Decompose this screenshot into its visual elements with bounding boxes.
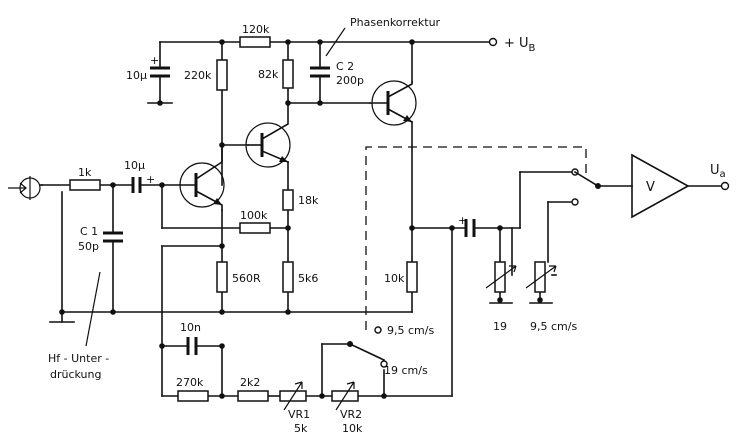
resistors <box>69 36 557 411</box>
capacitors <box>103 66 476 355</box>
wires <box>41 41 723 397</box>
out-switch-contact-bottom <box>571 198 579 206</box>
label-c1-name: C 1 <box>80 225 98 238</box>
label-10u-input: 10µ <box>124 159 145 172</box>
input-jack <box>8 176 43 200</box>
label-100k: 100k <box>240 209 268 222</box>
phasenkorrektur-leader <box>325 27 346 57</box>
out-switch-pivot <box>595 183 601 189</box>
label-pot-19: 19 <box>493 320 507 333</box>
supply-terminal <box>488 37 498 47</box>
label-ua: Ua <box>710 163 726 180</box>
resistor-120k <box>239 36 271 48</box>
label-5k6: 5k6 <box>298 272 318 285</box>
label-18k: 18k <box>298 194 319 207</box>
resistor-82k <box>282 59 294 89</box>
label-220k: 220k <box>184 69 212 82</box>
output-terminal <box>720 181 730 191</box>
resistor-18k <box>282 189 294 211</box>
resistor-270k <box>177 390 209 402</box>
amplifier-triangle <box>631 153 690 219</box>
label-phasenkorrektur: Phasenkorrektur <box>350 16 441 29</box>
cap-10u-input <box>131 177 142 193</box>
vr1-arrow <box>283 381 303 411</box>
label-plus-input: + <box>146 173 155 186</box>
resistor-10k <box>406 261 418 293</box>
resistor-1k <box>69 179 101 191</box>
label-10n: 10n <box>180 321 201 334</box>
label-switch-19: 19 cm/s <box>384 364 428 377</box>
resistor-2k2 <box>237 390 269 402</box>
label-vr1-name: VR1 <box>288 408 310 421</box>
resistor-560r <box>216 261 228 293</box>
label-ub: + UB <box>504 36 536 54</box>
transistor-q3 <box>369 80 417 126</box>
resistor-100k <box>239 222 271 234</box>
switch-linkage <box>365 146 587 330</box>
label-270k: 270k <box>176 376 204 389</box>
label-c1-value: 50p <box>78 240 99 253</box>
cap-10u-top <box>150 66 170 78</box>
label-2k2: 2k2 <box>240 376 260 389</box>
label-120k: 120k <box>242 23 270 36</box>
labels: Phasenkorrektur + UB 120k + 10µ 220k 82k… <box>48 16 726 435</box>
label-switch-9-5: 9,5 cm/s <box>387 324 434 337</box>
label-10k: 10k <box>384 272 405 285</box>
cap-c2 <box>310 66 330 78</box>
transistor-q1 <box>179 144 225 211</box>
cap-10n <box>186 337 198 355</box>
label-82k: 82k <box>258 68 279 81</box>
cap-output <box>464 219 476 237</box>
label-1k: 1k <box>78 166 92 179</box>
junction-dots <box>59 39 543 399</box>
label-amp: V <box>646 180 655 195</box>
label-560r: 560R <box>232 272 261 285</box>
switch-contact-9-5 <box>374 326 382 334</box>
trimpot-9-5-arrow <box>525 265 557 289</box>
output-switch <box>571 168 601 206</box>
label-plus-output: + <box>458 214 467 227</box>
cap-c1 <box>103 231 123 243</box>
switch-contact-19 <box>380 360 388 368</box>
label-hf-line1: Hf - Unter - <box>48 352 109 365</box>
label-vr2-name: VR2 <box>340 408 362 421</box>
label-vr1-value: 5k <box>294 422 308 435</box>
label-hf-line2: drückung <box>50 368 101 381</box>
resistor-5k6 <box>282 261 294 293</box>
label-pot-9-5: 9,5 cm/s <box>530 320 577 333</box>
speed-switch <box>347 326 388 368</box>
resistor-220k <box>216 59 228 91</box>
label-c2-name: C 2 <box>336 60 354 73</box>
transistor-q2 <box>245 102 291 168</box>
vr2-arrow <box>335 381 355 411</box>
hf-leader <box>85 271 101 347</box>
label-10u-top: 10µ <box>126 69 147 82</box>
label-vr2-value: 10k <box>342 422 363 435</box>
label-plus-top: + <box>150 54 159 67</box>
label-c2-value: 200p <box>336 74 364 87</box>
